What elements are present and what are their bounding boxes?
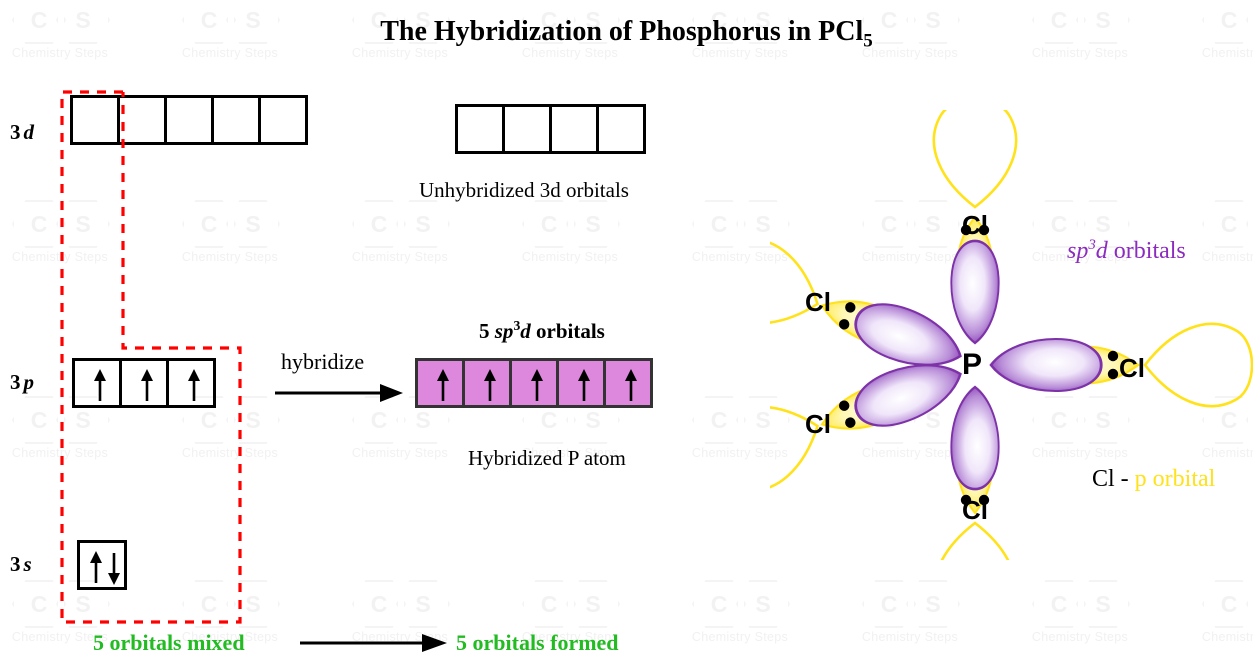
electron-arrows [437,369,449,401]
caption-hybridized-atom: Hybridized P atom [468,446,626,470]
pcl5-orbital-svg [701,98,1253,632]
sp3d-d: d [520,319,531,343]
electron-arrows [578,369,590,401]
atom-label-phosphorus: P [962,348,983,381]
sp3d-count: 5 [479,319,490,343]
shell-label-3d-orbital: d [23,120,35,144]
title-subscript: 5 [863,30,873,52]
page-title: The Hybridization of Phosphorus in PCl5 [0,16,1253,53]
bond-upper-left [701,227,971,382]
orbital-row-hybridized [415,358,653,408]
orbital-box[interactable] [549,104,599,154]
atom-label-cl-upper-left: Cl [805,287,831,317]
sp3d-word: orbitals [536,319,605,343]
hybridize-label: hybridize [281,349,365,374]
shell-label-3p-orbital: p [23,370,35,394]
electron-arrows [90,551,120,585]
legend-sp3d-orbitals: sp3d orbitals [1067,237,1186,265]
orbital-box[interactable] [117,95,167,145]
title-main: The Hybridization of Phosphorus in PCl [380,16,864,47]
atom-label-cl-top: Cl [962,210,988,240]
orbital-box[interactable] [77,540,127,590]
electron-arrows [188,369,200,401]
bottom-text-formed: 5 orbitals formed [456,630,619,655]
legend-sp: sp [1067,238,1089,264]
legend-sp-exponent: 3 [1088,237,1096,253]
bond-lower-left [701,348,971,503]
orbital-box[interactable] [166,358,216,408]
bottom-arrow [300,634,447,652]
sp3d-exponent: 3 [513,318,521,333]
orbital-box[interactable] [119,358,169,408]
caption-sp3d-header: 5 sp3d orbitals [479,318,605,344]
electron-arrows [94,369,106,401]
orbital-box[interactable] [596,104,646,154]
orbital-box[interactable] [502,104,552,154]
orbital-box[interactable] [455,104,505,154]
shell-label-3s-n: 3 [10,552,21,576]
hybridize-arrow [275,384,403,402]
electron-arrows [531,369,543,401]
bond-down [932,385,1018,632]
orbital-box[interactable] [258,95,308,145]
orbital-box[interactable] [509,358,559,408]
shell-label-3d-n: 3 [10,120,21,144]
electron-arrows [484,369,496,401]
orbital-box[interactable] [211,95,261,145]
orbital-row-3d [70,95,308,145]
legend-p-orbital-text: p orbital [1134,466,1216,492]
orbital-row-3s [77,540,127,590]
orbital-row-unhybridized-3d [455,104,646,154]
orbital-box[interactable] [164,95,214,145]
legend-cl-prefix: Cl - [1092,466,1135,492]
pcl5-orbital-diagram: P Cl Cl Cl Cl Cl [701,98,1253,632]
sp3d-sp: sp [494,319,514,343]
electron-arrows [141,369,153,401]
electron-arrows [625,369,637,401]
orbital-box[interactable] [603,358,653,408]
orbital-box[interactable] [415,358,465,408]
orbital-row-3p [72,358,216,408]
bottom-text-mixed: 5 orbitals mixed [93,630,245,655]
atom-label-cl-right: Cl [1119,353,1145,383]
bond-right [989,322,1253,408]
legend-cl-p-orbital: Cl - p orbital [1092,466,1215,493]
orbital-box[interactable] [462,358,512,408]
caption-unhybridized: Unhybridized 3d orbitals [419,178,629,202]
orbital-box[interactable] [556,358,606,408]
atom-label-cl-bottom: Cl [962,495,988,525]
shell-label-3s-orbital: s [23,552,32,576]
legend-d: d [1095,238,1108,264]
shell-label-3p-n: 3 [10,370,21,394]
orbital-box[interactable] [70,95,120,145]
bond-up [932,98,1018,345]
atom-label-cl-lower-left: Cl [805,409,831,439]
legend-orbitals-word: orbitals [1107,238,1186,264]
orbital-box[interactable] [72,358,122,408]
